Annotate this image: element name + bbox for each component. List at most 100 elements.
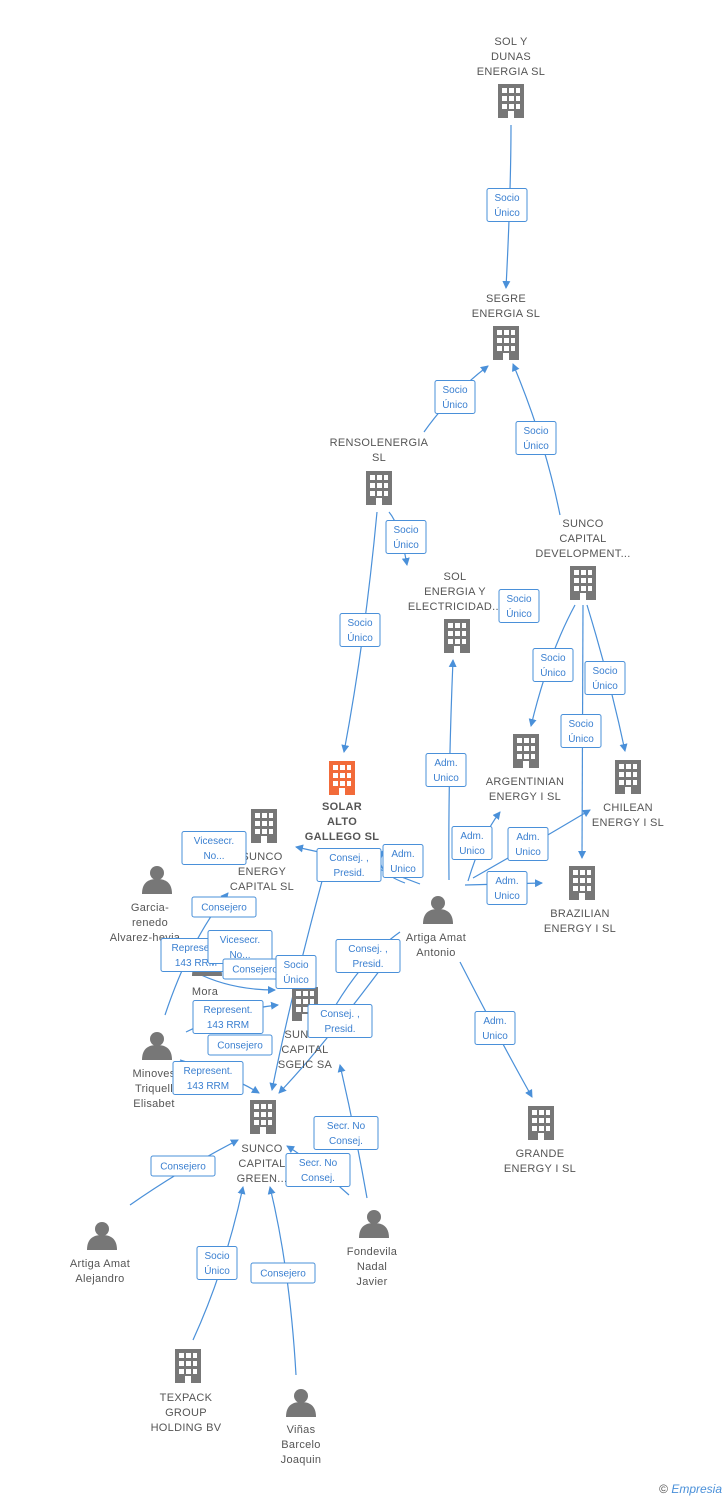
footer-brand[interactable]: © Empresia [659,1482,722,1496]
relation-label-text: Unico [494,891,520,902]
relation-label-text: Socio [540,653,565,664]
building-icon [498,84,524,118]
relation-label-box [498,589,540,623]
node-label-line: RENSOLENERGIA [330,437,429,449]
relation-label-text: No... [229,950,250,961]
relation-label-r11[interactable]: Adm.Unico [451,826,493,860]
node-sunco-green[interactable]: SUNCOCAPITALGREEN... [237,1100,288,1185]
relation-label-text: Único [442,398,468,411]
relation-label-text: Consejero [232,965,278,976]
node-label-line: GALLEGO SL [305,831,380,843]
relation-label-text: 143 RRM [187,1081,229,1092]
person-icon [87,1222,117,1250]
relation-label-text: Único [568,732,594,745]
person-icon [142,866,172,894]
relation-label-text: Presid. [333,868,364,879]
node-sunco-dev[interactable]: SUNCOCAPITALDEVELOPMENT... [535,518,630,600]
relation-label-text: Consejero [260,1269,306,1280]
relation-label-text: Socio [442,385,467,396]
node-label-line: ELECTRICIDAD... [408,601,502,613]
relation-label-box [425,753,467,787]
relation-label-r22[interactable]: Consej. ,Presid. [335,939,401,973]
node-label-line: Triquell [135,1083,173,1095]
node-label-line: Minoves [132,1068,175,1080]
relation-label-r27[interactable]: Represent.143 RRM [172,1061,244,1095]
relation-label-text: Socio [283,960,308,971]
relation-label-box [307,1004,373,1038]
node-label-line: DUNAS [491,51,531,63]
relation-label-r10[interactable]: Adm.Unico [425,753,467,787]
relation-label-box [474,1011,516,1045]
node-label-line: Nadal [357,1261,387,1273]
relation-label-text: Adm. [460,831,483,842]
node-garcia[interactable]: Garcia-renedoAlvarez-hevia... [110,866,191,944]
node-label-line: Barcelo [281,1439,320,1451]
node-sol-elec[interactable]: SOLENERGIA YELECTRICIDAD... [408,571,502,653]
relation-label-text: Adm. [483,1016,506,1027]
relation-label-r16[interactable]: Vicesecr.No... [181,831,247,865]
person-icon [423,896,453,924]
relation-label-r26[interactable]: Adm.Unico [474,1011,516,1045]
relation-label-box [515,421,557,455]
node-label-line: SL [372,452,386,464]
node-label-line: Mora [192,986,219,998]
relation-label-r13[interactable]: Adm.Unico [382,844,424,878]
relation-label-text: Único [540,666,566,679]
node-label-line: ENERGY I SL [489,791,561,803]
relation-label-text: Consej. , [329,853,368,864]
relation-label-r12[interactable]: Adm.Unico [507,827,549,861]
node-rensol[interactable]: RENSOLENERGIA SL [330,437,429,505]
node-label-line: HOLDING BV [151,1422,222,1434]
relation-label-r24[interactable]: Consej. ,Presid. [307,1004,373,1038]
relation-label-r15[interactable]: Consej. , Presid. [316,848,382,882]
relation-label-r14[interactable]: Adm.Unico [486,871,528,905]
node-label-line: ALTO [327,816,357,828]
relation-label-r17[interactable]: Consejero [191,896,257,918]
relation-label-r23[interactable]: Represent.143 RRM [192,1000,264,1034]
relation-label-text: Represent. [172,943,221,954]
relation-label-box [150,1155,216,1177]
relation-label-text: Consej. , [320,1009,359,1020]
relation-label-r25[interactable]: Consejero [207,1034,273,1056]
node-label-line: Joaquin [281,1454,322,1466]
relation-label-text: Socio [523,426,548,437]
relation-label-text: Vicesecr. [194,836,234,847]
relation-label-r32[interactable]: Consejero [250,1262,316,1284]
relation-label-r30[interactable]: Consejero [150,1155,216,1177]
relation-label-text: Único [592,679,618,692]
relation-label-box [316,848,382,882]
relation-label-box [285,1153,351,1187]
node-label-line: ENERGIA SL [472,308,540,320]
node-label-line: Artiga Amat [406,932,466,944]
node-label-line: Viñas [287,1424,316,1436]
